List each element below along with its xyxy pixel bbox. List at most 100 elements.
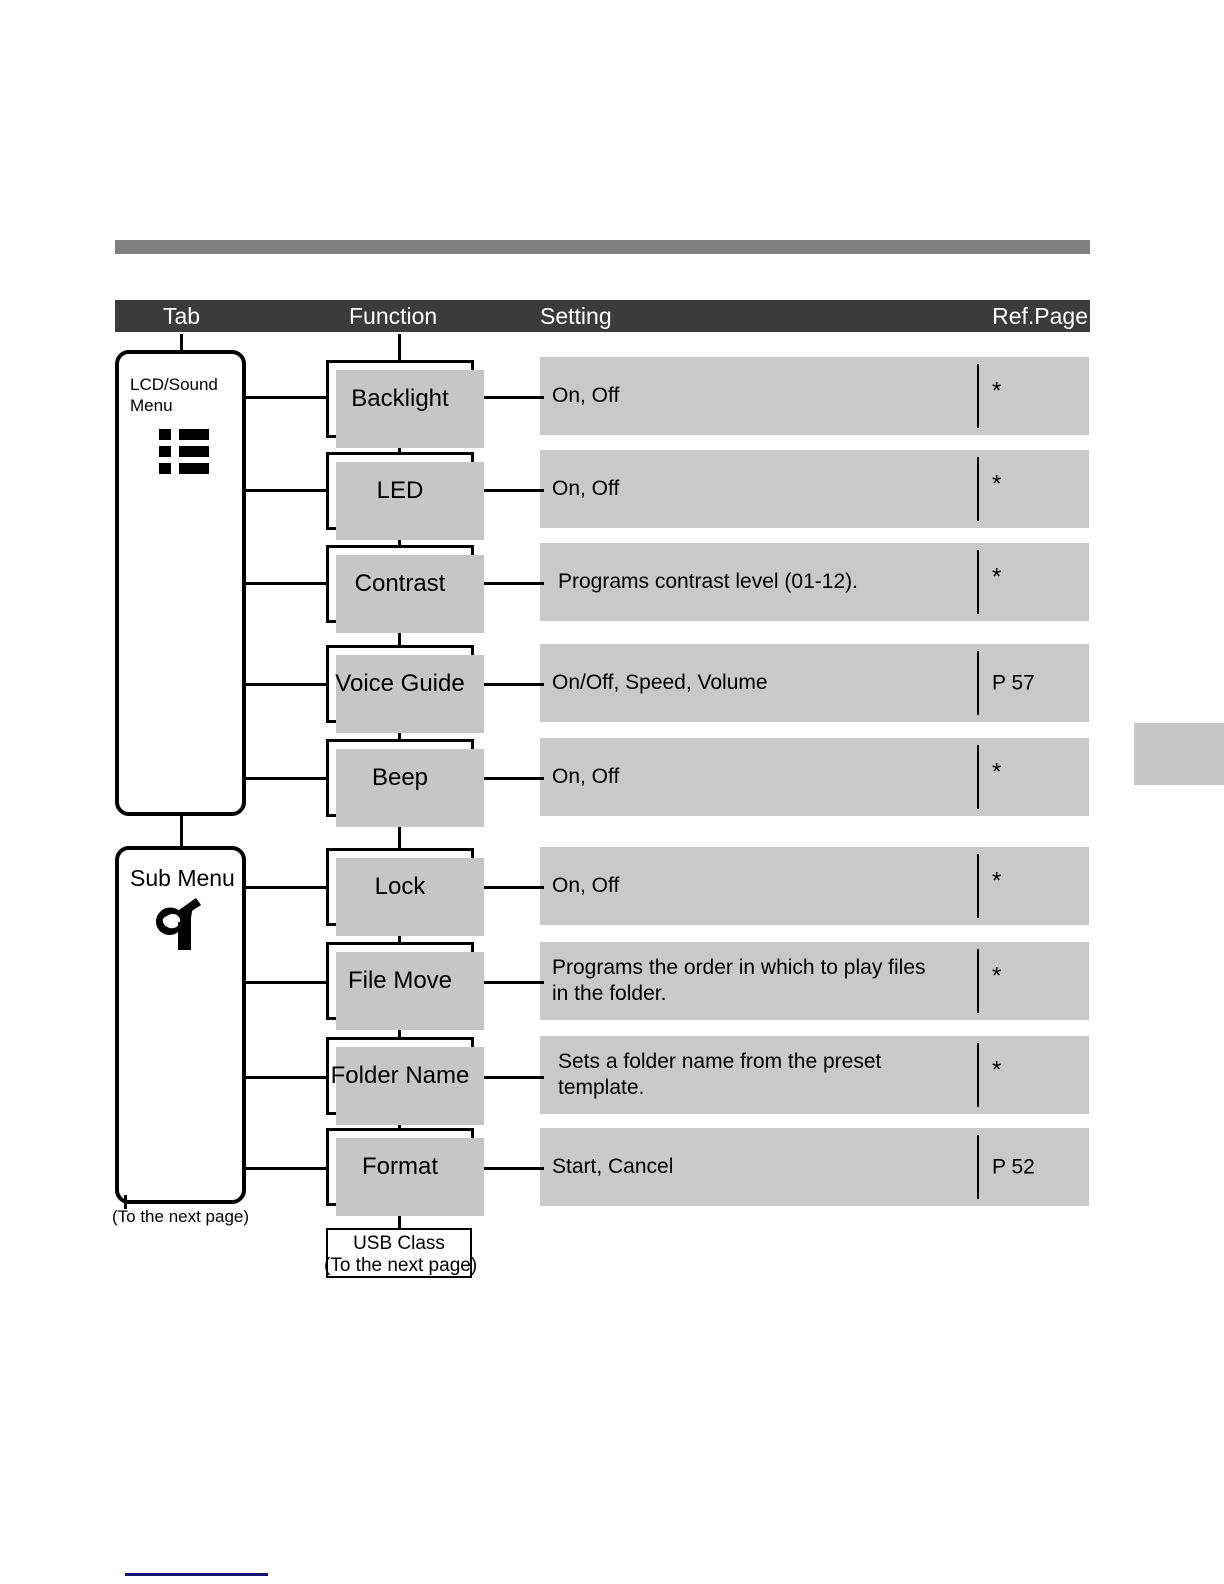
function-label: Backlight — [351, 385, 449, 412]
function-box-voice-guide[interactable]: Voice Guide — [326, 645, 484, 733]
function-label: File Move — [347, 967, 453, 994]
tab-lcd-sound-menu-label: LCD/Sound Menu — [130, 374, 238, 416]
connector-sub-menu-continue — [124, 1195, 127, 1209]
function-label: Contrast — [354, 570, 446, 597]
function-label: Folder Name — [330, 1062, 470, 1089]
tab-lcd-sound-menu[interactable]: LCD/Sound Menu — [115, 350, 246, 816]
setting-divider — [977, 949, 979, 1013]
setting-text: On, Off — [552, 384, 620, 407]
function-box-backlight[interactable]: Backlight — [326, 360, 484, 448]
refpage-value: * — [992, 1056, 1002, 1084]
function-box-folder-name[interactable]: Folder Name — [326, 1037, 484, 1125]
connector-fn-setting-1 — [474, 396, 544, 399]
connector-fn-setting-2 — [474, 489, 544, 492]
setting-bar-format: Start, Cancel P 52 — [540, 1128, 1089, 1206]
connector-fn-setting-7 — [474, 981, 544, 984]
setting-bar-contrast: Programs contrast level (01-12). * — [540, 543, 1089, 621]
setting-bar-beep: On, Off * — [540, 738, 1089, 816]
connector-fn-setting-9 — [474, 1167, 544, 1170]
to-next-page-note: (To the next page) — [112, 1207, 250, 1226]
connector-tab-row-1 — [246, 396, 328, 399]
function-label: Format — [361, 1153, 438, 1180]
connector-tab-row-7 — [246, 981, 328, 984]
refpage-value: * — [992, 962, 1002, 990]
setting-divider — [977, 651, 979, 715]
function-box-contrast[interactable]: Contrast — [326, 545, 484, 633]
setting-bar-lock: On, Off * — [540, 847, 1089, 925]
header-col-refpage: Ref.Page — [992, 303, 1088, 329]
function-label: Lock — [374, 873, 426, 900]
tab-label-line1: LCD/Sound — [130, 375, 218, 394]
setting-text: On/Off, Speed, Volume — [552, 671, 768, 694]
usb-class-note: (To the next page) — [324, 1255, 478, 1276]
function-box-usb-class[interactable]: USB Class (To the next page) — [324, 1228, 478, 1278]
header-col-function: Function — [349, 303, 438, 329]
top-rule — [115, 240, 1090, 254]
setting-text-line1: Programs the order in which to play file… — [552, 956, 926, 979]
setting-bar-file-move: Programs the order in which to play file… — [540, 942, 1089, 1020]
setting-bar-voice-guide: On/Off, Speed, Volume P 57 — [540, 644, 1089, 722]
setting-divider — [977, 854, 979, 918]
function-box-file-move[interactable]: File Move — [326, 942, 484, 1030]
refpage-value: P 52 — [992, 1155, 1035, 1179]
setting-bar-folder-name: Sets a folder name from the preset templ… — [540, 1036, 1089, 1114]
connector-tab-row-6 — [246, 886, 328, 889]
header-col-tab: Tab — [163, 303, 201, 329]
refpage-value: P 57 — [992, 671, 1035, 695]
connector-tab-row-9 — [246, 1167, 328, 1170]
setting-text: Start, Cancel — [552, 1155, 674, 1178]
setting-bar-backlight: On, Off * — [540, 357, 1089, 435]
setting-divider — [977, 550, 979, 614]
setting-text-line2: in the folder. — [552, 982, 667, 1005]
function-box-lock[interactable]: Lock — [326, 848, 484, 936]
function-label: Voice Guide — [335, 670, 465, 697]
header-col-setting: Setting — [540, 303, 612, 329]
list-icon — [159, 429, 209, 475]
setting-text: Sets a folder name from the preset templ… — [558, 1050, 882, 1099]
table-header-bar: Tab Function Setting Ref.Page — [115, 300, 1090, 332]
bottom-rule — [125, 1573, 268, 1576]
connector-fn-setting-4 — [474, 683, 544, 686]
connector-fn-setting-5 — [474, 777, 544, 780]
tab-sub-menu-label: Sub Menu — [130, 865, 235, 891]
connector-header-to-function — [398, 334, 401, 362]
function-box-beep[interactable]: Beep — [326, 739, 484, 827]
setting-divider — [977, 1043, 979, 1107]
connector-tab-row-8 — [246, 1076, 328, 1079]
usb-class-label: USB Class — [353, 1233, 445, 1254]
tab-sub-menu[interactable]: Sub Menu — [115, 846, 246, 1204]
refpage-value: * — [992, 377, 1002, 405]
connector-tab-row-4 — [246, 683, 328, 686]
function-label: Beep — [371, 764, 429, 791]
refpage-value: * — [992, 867, 1002, 895]
setting-text: On, Off — [552, 765, 620, 788]
connector-fn-setting-3 — [474, 582, 544, 585]
wrench-icon — [151, 896, 205, 954]
tab-label-line2: Menu — [130, 396, 173, 415]
page-edge-tab-marker — [1134, 723, 1224, 785]
setting-text: On, Off — [552, 874, 620, 897]
connector-fn-5-6 — [398, 815, 401, 850]
connector-tab-row-3 — [246, 582, 328, 585]
setting-text: On, Off — [552, 477, 620, 500]
setting-text: Programs contrast level (01-12). — [558, 570, 858, 593]
setting-divider — [977, 457, 979, 521]
setting-divider — [977, 1135, 979, 1199]
connector-fn-setting-8 — [474, 1076, 544, 1079]
refpage-value: * — [992, 470, 1002, 498]
refpage-value: * — [992, 758, 1002, 786]
setting-bar-led: On, Off * — [540, 450, 1089, 528]
connector-fn-3-4 — [398, 621, 401, 647]
setting-text: Programs the order in which to play file… — [552, 955, 926, 1007]
function-label: LED — [376, 477, 424, 504]
refpage-value: * — [992, 563, 1002, 591]
function-box-led[interactable]: LED — [326, 452, 484, 540]
connector-fn-9-usb — [398, 1204, 401, 1230]
function-box-format[interactable]: Format — [326, 1128, 484, 1216]
connector-tab-row-5 — [246, 777, 328, 780]
connector-between-tabs — [180, 814, 183, 848]
setting-divider — [977, 745, 979, 809]
connector-tab-row-2 — [246, 489, 328, 492]
setting-divider — [977, 364, 979, 428]
